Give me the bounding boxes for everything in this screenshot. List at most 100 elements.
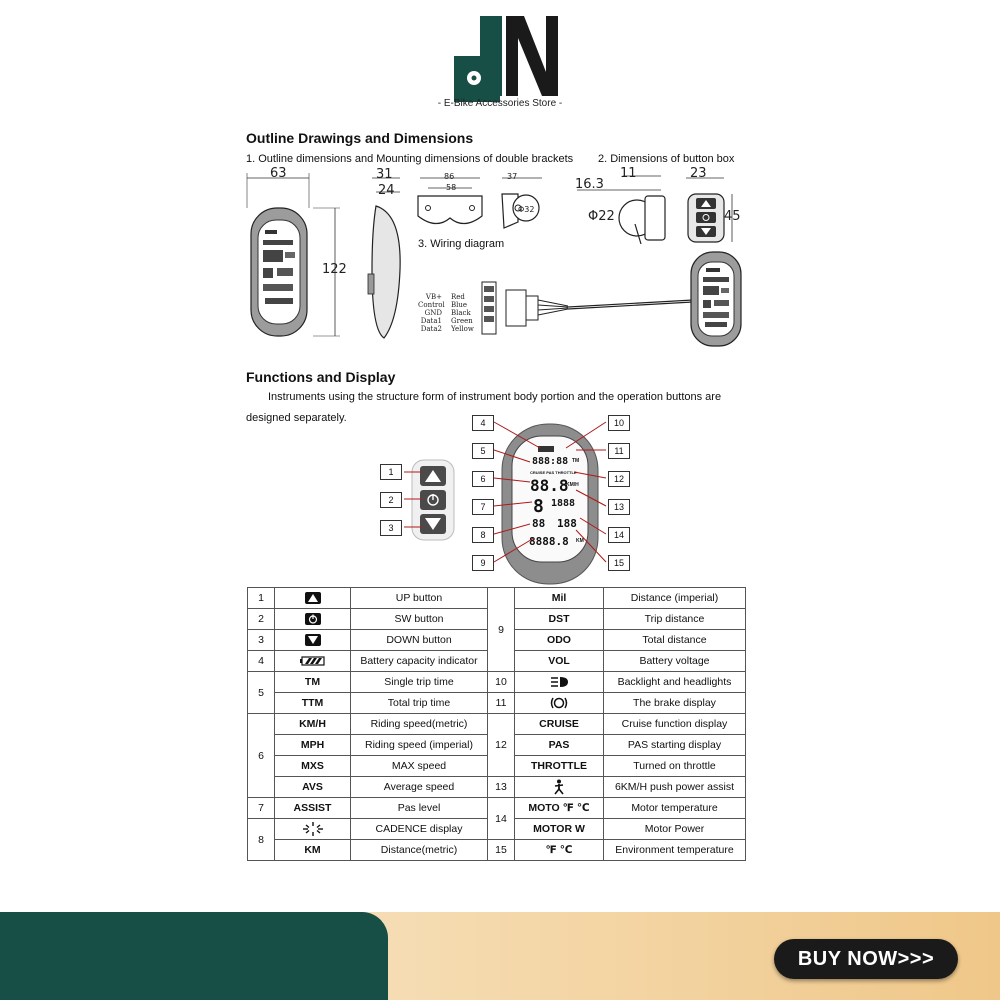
wire-signal: VB+ (425, 293, 442, 301)
row-number: 6 (247, 713, 275, 798)
table-row: 8 CADENCE display MOTOR W Motor Power (247, 818, 746, 861)
desc-cell: Battery capacity indicator (350, 650, 488, 672)
cadence-icon (302, 822, 323, 836)
wiring-caption: 3. Wiring diagram (418, 238, 505, 250)
brand-logo (454, 16, 558, 102)
callout-15: 15 (608, 555, 630, 571)
row-number: 8 (247, 818, 275, 861)
wiring-cable-drawing (481, 251, 742, 347)
desc-cell: Motor Power (603, 818, 746, 840)
callout-1: 1 (380, 464, 402, 480)
wire-signal: Data2 (420, 325, 442, 333)
item-cell: TM (274, 671, 351, 693)
desc-cell: UP button (350, 587, 488, 609)
power-icon (304, 613, 321, 626)
row-number: 13 (487, 776, 515, 798)
dim-box-bar: Φ22 (588, 209, 615, 224)
wire-color: Green (451, 317, 473, 325)
wiring-signals: VB+ Control GND Data1 Data2 (418, 293, 445, 333)
lcd-cadence: 88 (532, 517, 546, 530)
lcd-distance-unit: KM (576, 538, 584, 544)
table-row: 4 Battery capacity indicator VOL Battery… (247, 650, 746, 672)
row-number: 11 (487, 692, 515, 714)
table-row: 7 ASSIST Pas level 14 MOTO ℉ ℃ Motor tem… (247, 797, 746, 840)
desc-cell: Turned on throttle (603, 755, 746, 777)
item-cell: Mil (514, 587, 604, 609)
functions-desc-line-2: designed separately. (246, 412, 347, 424)
desc-cell: Cruise function display (603, 713, 746, 735)
table-row: KM Distance(metric) 15 ℉ ℃ Environment t… (248, 839, 746, 861)
dim-box-b: 16.3 (575, 177, 604, 192)
desc-cell: Single trip time (350, 671, 488, 693)
table-row: 1 UP button 9 Mil Distance (imperial) (247, 587, 746, 672)
wiring-colors: Red Blue Black Green Yellow (451, 293, 474, 333)
outline-title: Outline Drawings and Dimensions (246, 130, 474, 146)
brake-icon (550, 697, 568, 709)
row-number: 12 (487, 713, 515, 777)
row-number: 7 (247, 797, 275, 819)
headlight-icon (551, 677, 568, 688)
callout-13: 13 (608, 499, 630, 515)
row-number: 9 (487, 587, 515, 672)
callout-14: 14 (608, 527, 630, 543)
row-number: 4 (247, 650, 275, 672)
walking-person-icon (554, 779, 564, 795)
desc-cell: DOWN button (350, 629, 488, 651)
wire-signal: Data1 (420, 317, 442, 325)
item-cell (514, 671, 604, 693)
button-box-side-drawing (577, 175, 666, 245)
lcd-assist-level: 8 (533, 496, 544, 517)
callout-6: 6 (472, 471, 494, 487)
desc-cell: Motor temperature (603, 797, 746, 819)
table-row: TTM Total trip time 11 The brake display (248, 692, 746, 714)
item-cell (274, 629, 351, 651)
desc-cell: MAX speed (350, 755, 488, 777)
dim-box-h: 45 (724, 209, 741, 224)
item-cell: MPH (274, 734, 351, 756)
wire-color: Blue (451, 301, 468, 309)
bracket-front-drawing (417, 177, 483, 225)
callout-12: 12 (608, 471, 630, 487)
up-arrow-icon (304, 592, 321, 605)
desc-cell: Average speed (350, 776, 488, 798)
desc-cell: Riding speed (imperial) (350, 734, 488, 756)
item-cell: THROTTLE (514, 755, 604, 777)
callout-11: 11 (608, 443, 630, 459)
battery-icon (299, 656, 325, 666)
callout-4: 4 (472, 415, 494, 431)
row-number: 2 (247, 608, 275, 630)
table-row: 5 TM Single trip time 10 Backlight and h… (247, 671, 746, 714)
desc-cell: CADENCE display (350, 818, 488, 840)
outline-caption-2: 2. Dimensions of button box (598, 153, 735, 165)
wire-signal: GND (424, 309, 442, 317)
desc-cell: Riding speed(metric) (350, 713, 488, 735)
functions-desc-line-1: Instruments using the structure form of … (268, 391, 722, 403)
wire-color: Black (451, 309, 471, 317)
desc-cell: Total distance (603, 629, 746, 651)
buy-now-button[interactable]: BUY NOW>>> (774, 939, 958, 979)
desc-cell: SW button (350, 608, 488, 630)
callout-5: 5 (472, 443, 494, 459)
callout-2: 2 (380, 492, 402, 508)
row-number: 15 (487, 839, 515, 861)
functions-title: Functions and Display (246, 369, 396, 385)
row-number: 3 (247, 629, 275, 651)
lcd-speed: 88.8 (530, 476, 569, 495)
dim-box-a: 11 (620, 166, 637, 181)
callout-3: 3 (380, 520, 402, 536)
front-view-drawing (246, 173, 340, 337)
wire-color: Red (451, 293, 465, 301)
dim-depth-1: 31 (376, 167, 393, 182)
function-table: 1 UP button 9 Mil Distance (imperial) 2 … (247, 587, 746, 861)
lcd-power: 1888 (551, 498, 576, 509)
callout-7: 7 (472, 499, 494, 515)
desc-cell: Total trip time (350, 692, 488, 714)
button-panel (411, 459, 455, 541)
item-cell: MOTOR W (514, 818, 604, 840)
lcd-display-unit (501, 423, 599, 585)
bracket-clamp-drawing (501, 177, 542, 229)
row-number: 14 (487, 797, 515, 840)
row-number: 1 (247, 587, 275, 609)
dim-bracket-outer: 86 (444, 172, 455, 181)
dim-depth-2: 24 (378, 183, 395, 198)
